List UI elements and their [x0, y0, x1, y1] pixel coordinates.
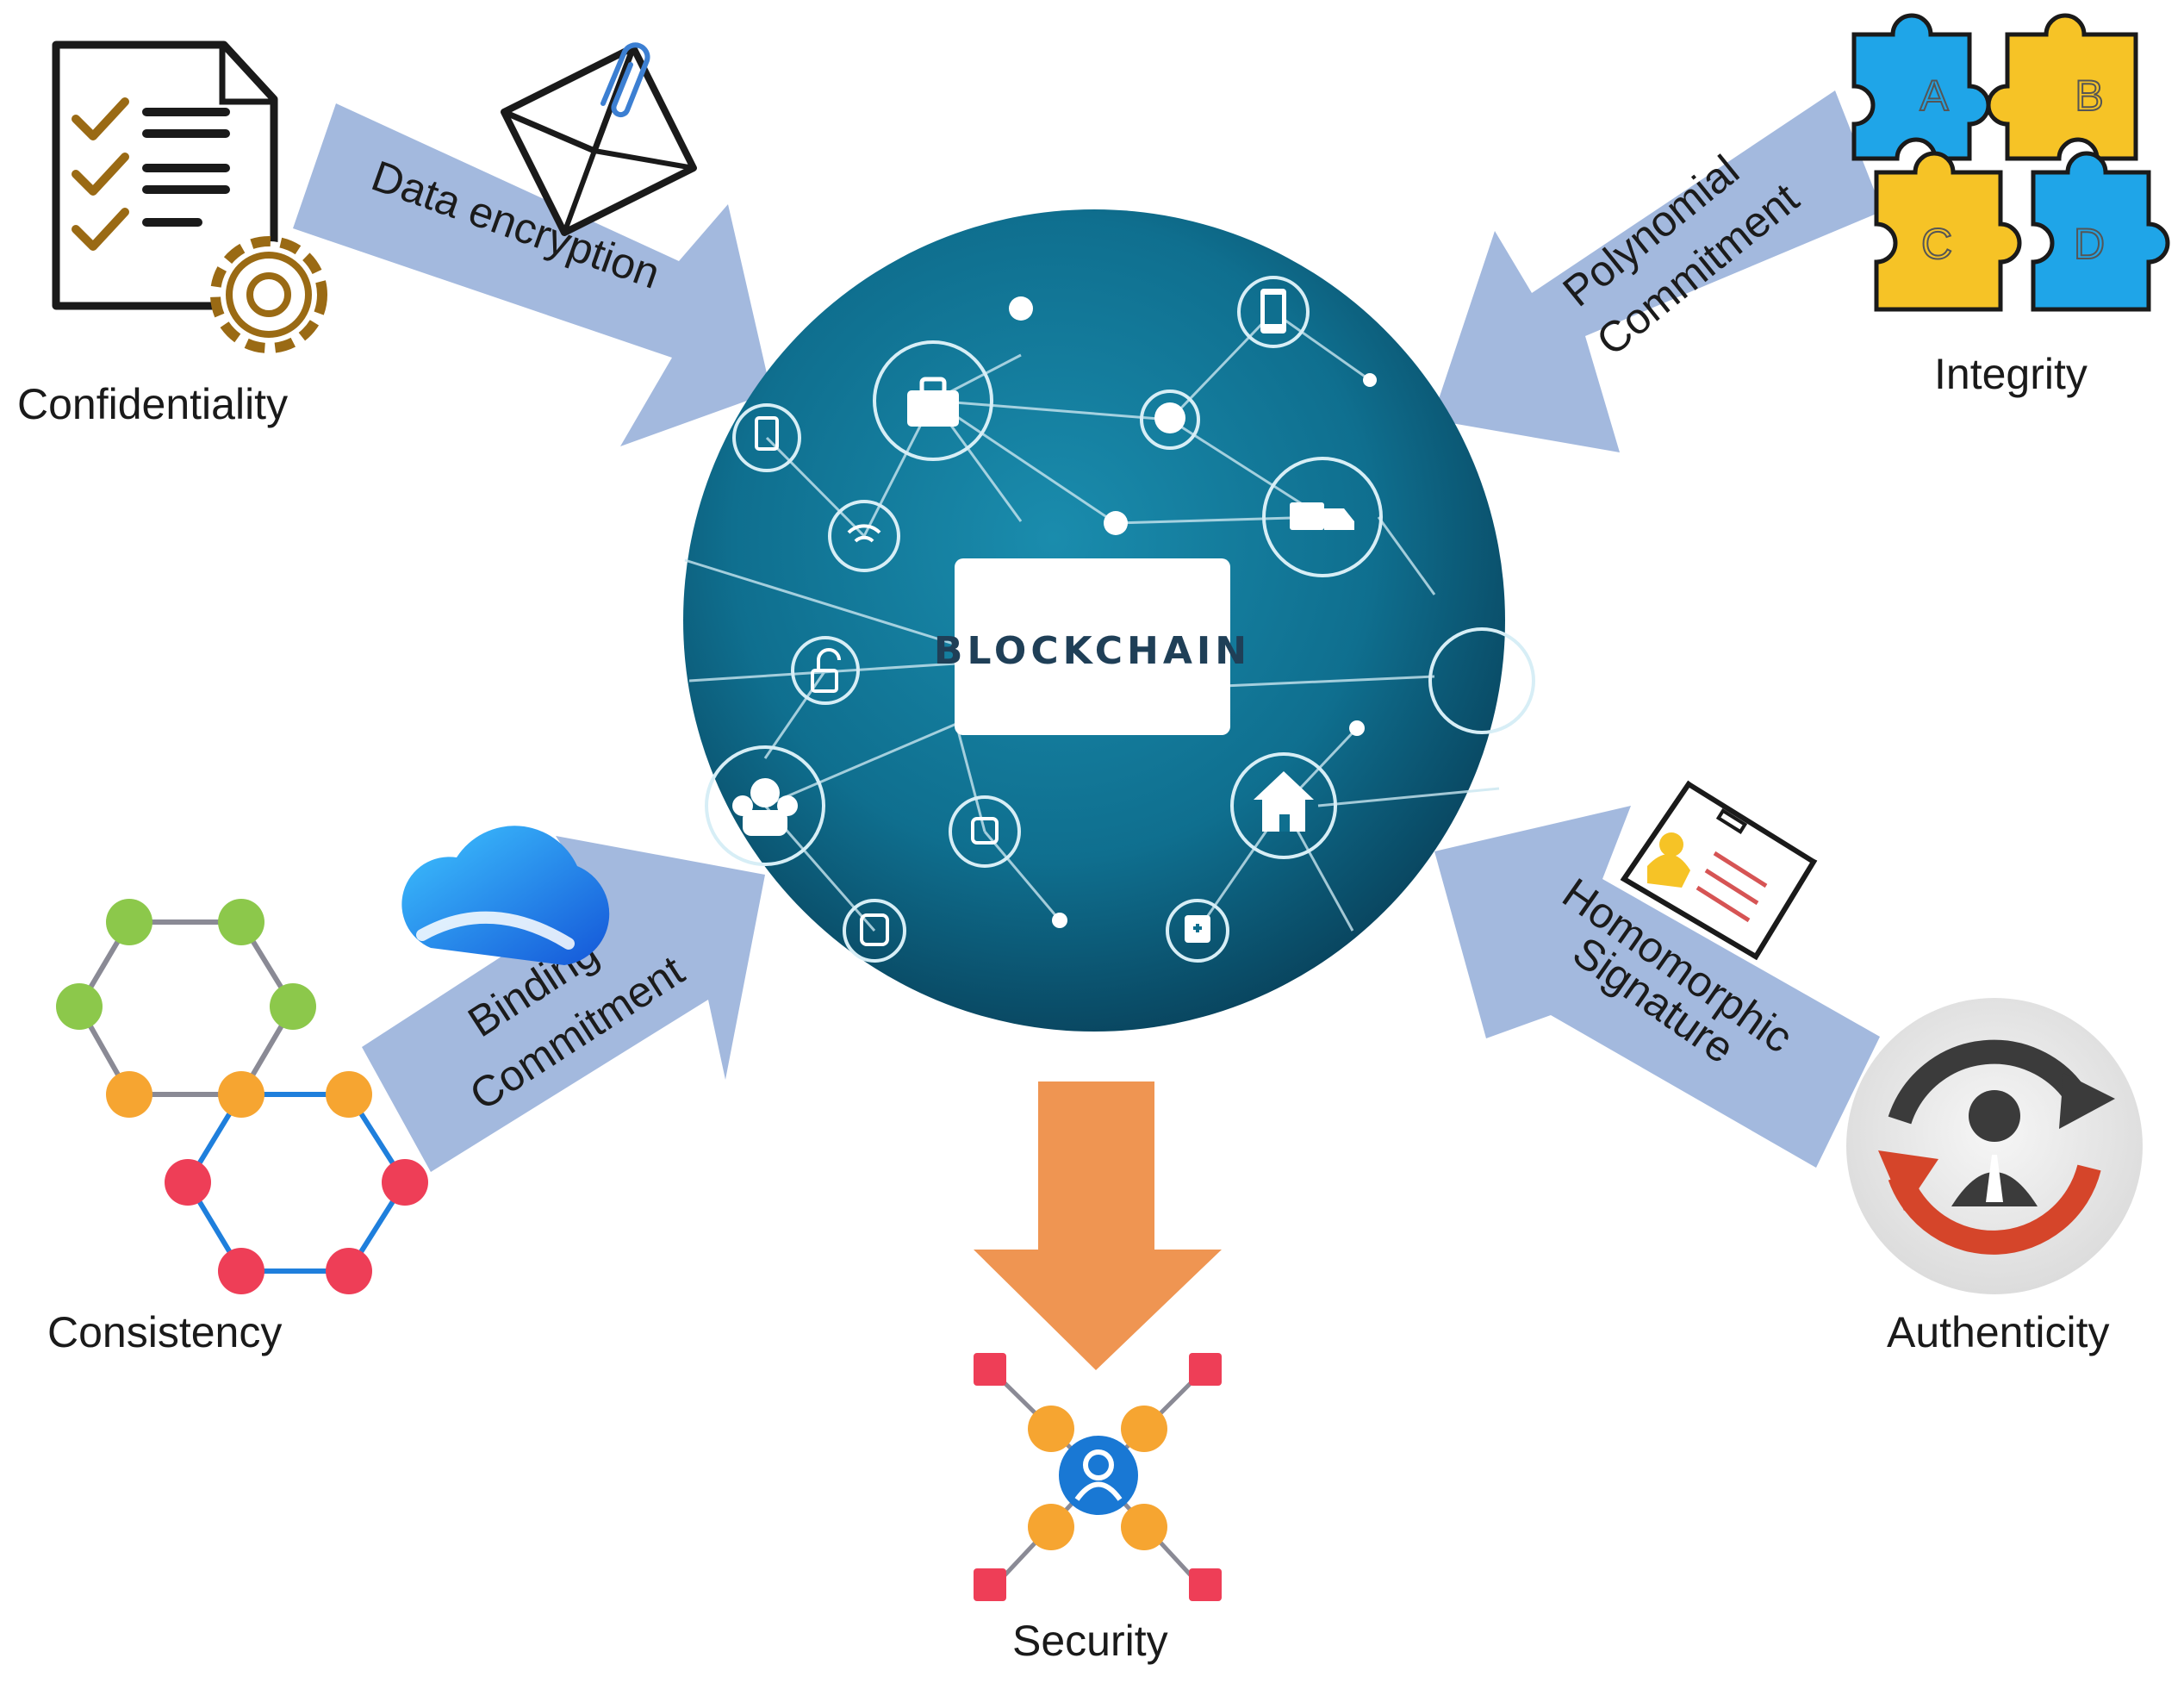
puzzle-letter-d: D: [2074, 220, 2105, 268]
authenticity-icon: [1846, 998, 2143, 1294]
puzzle-letter-a: A: [1920, 72, 1949, 120]
arrow-polynomial-commitment: Polynomial Commitment: [1432, 90, 1882, 452]
blockchain-label: BLOCKCHAIN: [934, 629, 1251, 673]
label-consistency: Consistency: [47, 1308, 283, 1356]
hexagon-network-icon: [56, 899, 428, 1294]
blockchain-label-box: [955, 558, 1230, 735]
gear-icon: [210, 236, 327, 353]
label-security: Security: [1012, 1617, 1168, 1665]
checklist-document-icon: [52, 41, 278, 310]
blockchain-globe: BLOCKCHAIN: [683, 209, 1535, 1032]
cloud-icon: [401, 826, 610, 965]
label-integrity: Integrity: [1934, 350, 2088, 398]
puzzle-letter-c: C: [1921, 220, 1952, 268]
puzzle-icon: A B C D: [1851, 13, 2170, 312]
arrow-to-security: [974, 1081, 1222, 1370]
label-authenticity: Authenticity: [1887, 1308, 2110, 1356]
puzzle-letter-b: B: [2075, 72, 2103, 120]
label-confidentiality: Confidentiality: [17, 380, 289, 428]
id-card-icon: [1620, 780, 1818, 961]
envelope-icon: [501, 42, 697, 236]
security-network-icon: [974, 1353, 1222, 1601]
